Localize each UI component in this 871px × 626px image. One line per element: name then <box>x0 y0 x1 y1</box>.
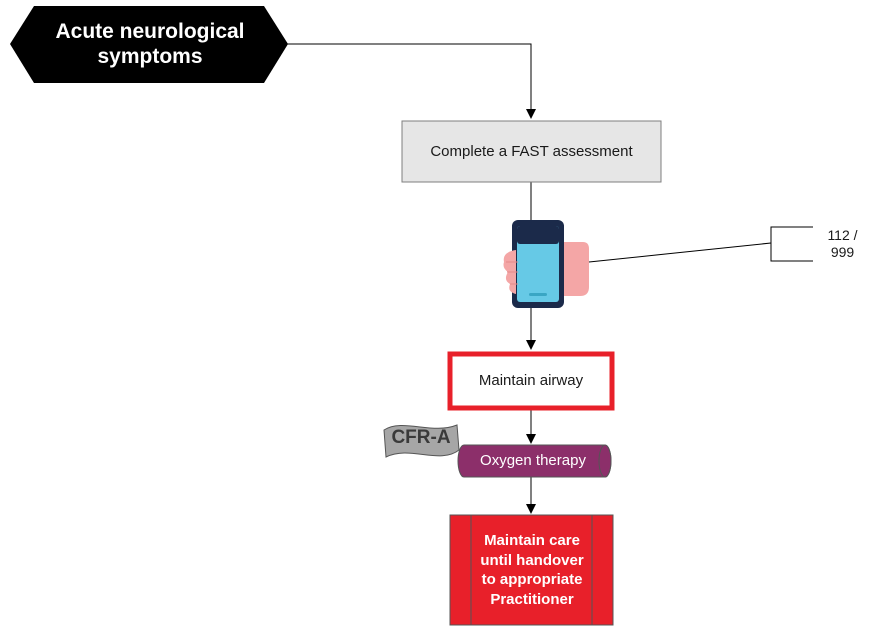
care-box <box>449 514 614 626</box>
connector-start-to-fast <box>286 43 536 119</box>
fast-label: Complete a FAST assessment <box>430 142 633 160</box>
start-label: Acute neurological symptoms <box>55 19 245 68</box>
airway-box <box>447 351 615 411</box>
note-leader-line <box>588 242 772 263</box>
cfra-label: CFR-A <box>391 426 451 448</box>
cfra-banner <box>383 424 460 458</box>
oxygen-label: Oxygen therapy <box>480 452 586 469</box>
start-hexagon <box>10 6 288 83</box>
airway-label: Maintain airway <box>478 372 584 389</box>
fast-box <box>401 120 662 183</box>
note-text: 112 / 999 <box>827 227 858 260</box>
note-bracket <box>770 226 813 262</box>
care-label: Maintain care until handover to appropri… <box>480 532 584 608</box>
phone-in-hand-icon <box>503 220 589 308</box>
